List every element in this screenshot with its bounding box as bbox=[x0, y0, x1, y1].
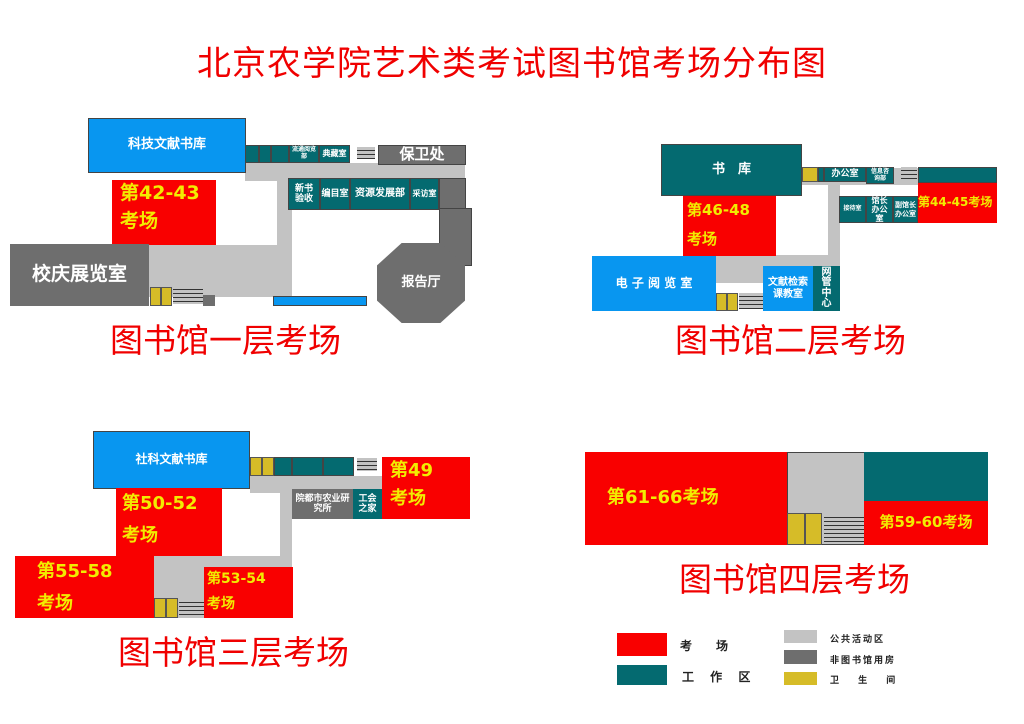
map-title: 北京农学院艺术类考试图书馆考场分布图 bbox=[197, 44, 827, 84]
cataloging-room[interactable]: 编目室 bbox=[320, 178, 350, 210]
anniversary-hall-room[interactable]: 校庆展览室 bbox=[10, 244, 149, 306]
f2-restroom-top bbox=[802, 167, 818, 182]
exam-room-53-54[interactable]: 第53-54 考场 bbox=[204, 567, 293, 618]
f3-restroom-top bbox=[250, 457, 262, 476]
f1-dark-room bbox=[439, 178, 466, 210]
exam-room-label: 第55-58 bbox=[37, 561, 113, 582]
exam-room-44-45[interactable]: 第44-45考场 bbox=[918, 183, 997, 223]
legend-swatch-exam bbox=[617, 633, 667, 656]
exam-room-50-52[interactable]: 第50-52 考场 bbox=[116, 488, 222, 556]
exam-room-55-58[interactable]: 第55-58 考场 bbox=[15, 556, 154, 618]
f1-work-room bbox=[271, 145, 289, 163]
exam-room-label: 第50-52 bbox=[122, 493, 198, 514]
f1-hall bbox=[148, 245, 292, 297]
f3-restroom bbox=[154, 598, 166, 618]
new-books-room[interactable]: 新书验收 bbox=[288, 178, 320, 210]
network-center-room[interactable]: 网管中心 bbox=[813, 266, 840, 311]
exam-room-label: 考场 bbox=[37, 592, 73, 614]
union-home-room[interactable]: 工会之家 bbox=[353, 489, 382, 519]
f4-restroom bbox=[805, 513, 822, 545]
legend-label-exam: 考 场 bbox=[680, 639, 735, 653]
exam-room-label: 第53-54 bbox=[207, 571, 266, 587]
f2-stairs-bottom bbox=[739, 293, 763, 309]
urban-agri-room[interactable]: 院都市农业研究所 bbox=[292, 489, 353, 519]
f2-work-room bbox=[818, 167, 824, 182]
f1-restroom bbox=[161, 287, 172, 306]
acquisition-room[interactable]: 采访室 bbox=[410, 178, 439, 210]
resource-dev-room[interactable]: 资源发展部 bbox=[350, 178, 410, 210]
f3-stairs-top bbox=[357, 458, 377, 471]
f2-stairs-top bbox=[901, 167, 917, 179]
social-library-room[interactable]: 社科文献书库 bbox=[93, 431, 250, 489]
director-office-room[interactable]: 馆长办公室 bbox=[866, 196, 893, 223]
sci-library-room[interactable]: 科技文献书库 bbox=[88, 118, 246, 173]
f4-restroom bbox=[787, 513, 805, 545]
stacks-room[interactable]: 书 库 bbox=[661, 144, 802, 196]
retrieval-classroom[interactable]: 文献检索课教室 bbox=[763, 266, 813, 311]
f3-work-room bbox=[323, 457, 354, 476]
exam-room-label: 第49 bbox=[390, 460, 434, 481]
f2-work-room-right bbox=[918, 167, 997, 183]
f1-stairs-bottom bbox=[173, 286, 203, 304]
floor-4-title: 图书馆四层考场 bbox=[679, 560, 910, 599]
lecture-hall-room[interactable]: 报告厅 bbox=[377, 243, 465, 323]
exam-room-label: 考场 bbox=[390, 487, 426, 509]
info-consult-room[interactable]: 信息咨询部 bbox=[866, 167, 894, 184]
f4-stairs bbox=[824, 514, 864, 542]
f2-restroom bbox=[716, 293, 727, 311]
exam-room-label: 考场 bbox=[207, 596, 235, 613]
legend-swatch-restroom bbox=[784, 672, 817, 685]
f1-corridor-top bbox=[245, 163, 465, 181]
legend-label-work: 工 作 区 bbox=[682, 670, 757, 684]
legend-label-public: 公共活动区 bbox=[830, 635, 886, 645]
legend-swatch-work bbox=[617, 665, 667, 685]
exam-room-label: 考场 bbox=[687, 229, 718, 248]
security-office-room[interactable]: 保卫处 bbox=[378, 145, 466, 165]
exam-room-61-66[interactable]: 第61-66考场 bbox=[585, 452, 788, 545]
circulation-room[interactable]: 流通阅览部 bbox=[289, 145, 319, 163]
floor-1-title: 图书馆一层考场 bbox=[110, 321, 341, 360]
f1-work-room bbox=[245, 145, 259, 163]
f3-restroom bbox=[166, 598, 178, 618]
exam-room-46-48[interactable]: 第46-48 考场 bbox=[683, 196, 776, 256]
f2-restroom bbox=[727, 293, 738, 311]
f1-stairs-top bbox=[357, 147, 375, 159]
exam-room-42-43[interactable]: 第42-43 考场 bbox=[112, 180, 216, 245]
exam-room-label: 考场 bbox=[122, 524, 158, 546]
exam-room-label: 第42-43 bbox=[120, 182, 200, 204]
f3-stairs-bottom bbox=[179, 599, 204, 616]
f1-restroom bbox=[150, 287, 161, 306]
f1-dark-small bbox=[203, 295, 215, 306]
deputy-office-room[interactable]: 副馆长办公室 bbox=[893, 196, 918, 223]
floor-3-title: 图书馆三层考场 bbox=[118, 633, 349, 672]
f3-work-room bbox=[292, 457, 323, 476]
legend-label-non-library: 非图书馆用房 bbox=[830, 656, 897, 666]
f1-blue-strip bbox=[273, 296, 367, 306]
rare-books-room[interactable]: 典藏室 bbox=[319, 145, 350, 163]
e-reading-room[interactable]: 电 子 阅 览 室 bbox=[592, 256, 716, 311]
exam-room-59-60[interactable]: 第59-60考场 bbox=[864, 501, 988, 545]
f1-work-room bbox=[259, 145, 271, 163]
exam-room-label: 第46-48 bbox=[687, 201, 750, 219]
office-room[interactable]: 办公室 bbox=[824, 167, 866, 182]
exam-room-49[interactable]: 第49 考场 bbox=[382, 457, 470, 519]
legend-swatch-public bbox=[784, 630, 817, 643]
reception-room[interactable]: 接待室 bbox=[839, 196, 866, 223]
legend-swatch-non-library bbox=[784, 650, 817, 664]
legend-label-restroom: 卫 生 间 bbox=[830, 676, 904, 686]
f3-work-room bbox=[274, 457, 292, 476]
exam-room-label: 考场 bbox=[120, 209, 159, 232]
f4-work-room bbox=[864, 452, 988, 501]
f3-corridor-vertical bbox=[280, 476, 292, 568]
f3-restroom-top bbox=[262, 457, 274, 476]
floor-2-title: 图书馆二层考场 bbox=[675, 321, 906, 360]
